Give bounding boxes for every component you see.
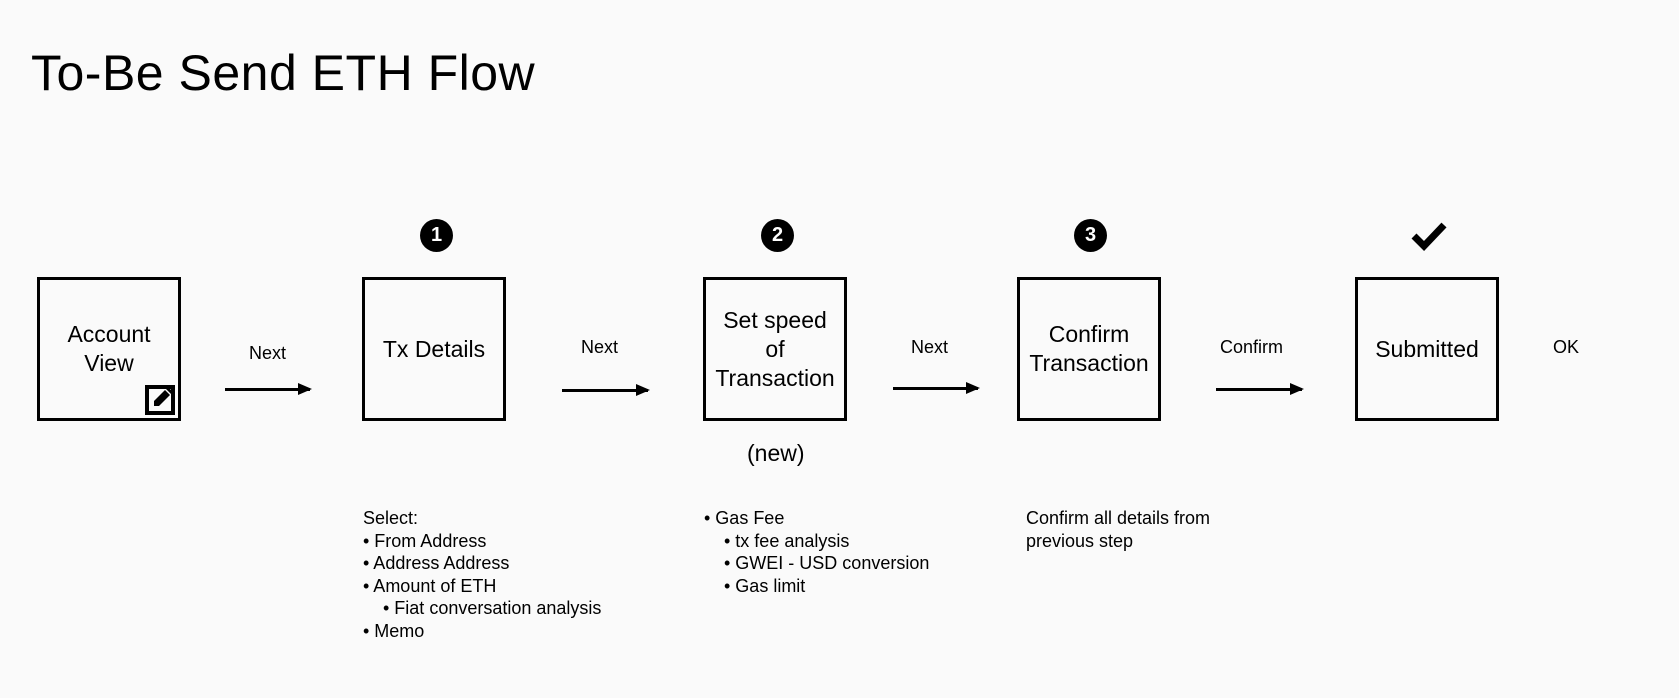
flow-arrow xyxy=(893,382,980,394)
note-line: • Amount of ETH xyxy=(363,575,497,596)
note-line: Select: xyxy=(363,508,419,528)
edge-label-next: Next xyxy=(581,337,619,357)
step-number-badge: 1 xyxy=(420,219,453,252)
edge-label-next: Next xyxy=(911,337,949,357)
note-line: previous step xyxy=(1026,530,1134,551)
edit-icon xyxy=(145,385,175,415)
step-label: Submitted xyxy=(1375,335,1479,362)
step-set-speed: Set speed of Transaction xyxy=(703,277,847,421)
note-line: • Memo xyxy=(363,620,425,641)
flow-arrow xyxy=(225,383,312,395)
note-line: • Gas Fee xyxy=(704,508,785,528)
flow-arrow xyxy=(562,384,650,396)
set-speed-notes: • Gas Fee • tx fee analysis • GWEI - USD… xyxy=(704,507,929,597)
note-line: • Address Address xyxy=(363,553,510,573)
note-line: • GWEI - USD conversion xyxy=(704,553,930,573)
step-label: Account View xyxy=(67,321,151,376)
step-number-badge: 2 xyxy=(761,219,794,252)
step-label: Set speed of Transaction xyxy=(715,306,835,391)
edge-label-ok: OK xyxy=(1553,337,1580,357)
tx-details-notes: Select: • From Address • Address Address… xyxy=(363,507,601,642)
checkmark-icon xyxy=(1411,222,1447,251)
step-submitted: Submitted xyxy=(1355,277,1499,421)
note-line: Confirm all details from xyxy=(1026,508,1211,528)
step-label: Tx Details xyxy=(382,335,486,362)
note-line: • tx fee analysis xyxy=(704,530,850,551)
page-title: To-Be Send ETH Flow xyxy=(31,45,536,101)
step-label: Confirm Transaction xyxy=(1029,321,1149,376)
note-line: • From Address xyxy=(363,530,487,551)
step-tx-details: Tx Details xyxy=(362,277,506,421)
flow-arrow xyxy=(1216,383,1304,395)
note-line: • Gas limit xyxy=(704,575,806,596)
step-confirm-transaction: Confirm Transaction xyxy=(1017,277,1161,421)
confirm-notes: Confirm all details from previous step xyxy=(1026,507,1210,552)
step-account-view: Account View xyxy=(37,277,181,421)
step-number-badge: 3 xyxy=(1074,219,1107,252)
new-step-label: (new) xyxy=(747,440,805,466)
edge-label-confirm: Confirm xyxy=(1220,337,1284,357)
note-line: • Fiat conversation analysis xyxy=(363,598,602,618)
edge-label-next: Next xyxy=(249,343,287,363)
